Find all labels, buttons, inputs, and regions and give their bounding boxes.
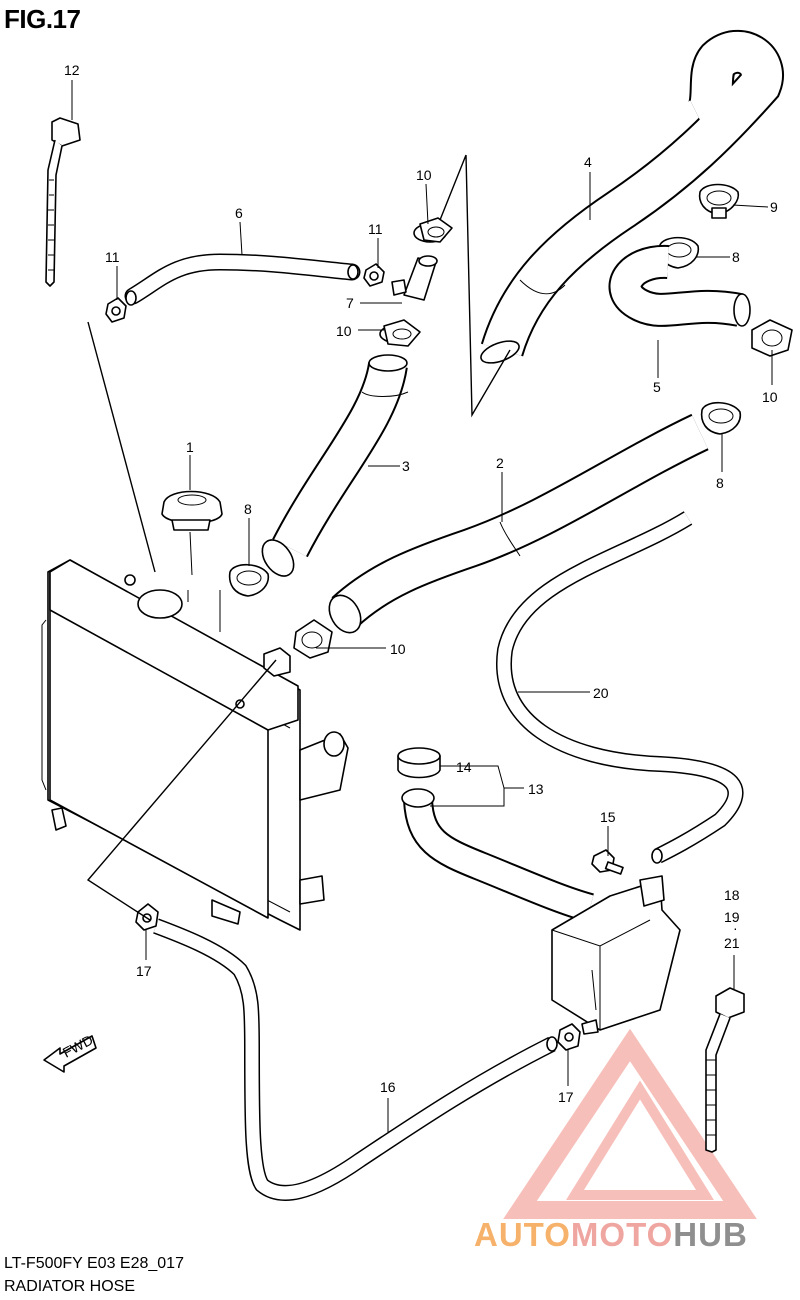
hose-4: [480, 29, 784, 364]
clip-17-left: [135, 903, 159, 931]
callout-7: 7: [346, 295, 354, 311]
hose-20: [496, 511, 744, 864]
brand-part-hub: HUB: [673, 1216, 748, 1253]
callout-21: 21: [724, 935, 740, 951]
model-code: LT-F500FY E03 E28_017: [4, 1255, 184, 1272]
callout-12: 12: [64, 62, 80, 78]
clip-10-top: [413, 217, 453, 243]
clip-11-left: [105, 297, 127, 323]
callout-17-right: 17: [558, 1089, 574, 1105]
clamp-8-right: [700, 401, 742, 435]
figure-title: FIG.17: [4, 4, 81, 34]
clip-11-right: [363, 263, 385, 287]
callout-1: 1: [186, 439, 194, 455]
callout-20: 20: [593, 685, 609, 701]
clamp-8-left: [228, 563, 270, 597]
callout-6: 6: [235, 205, 243, 221]
callout-8-left: 8: [244, 501, 252, 517]
callout-8-top: 8: [732, 249, 740, 265]
brand-part-moto: MOTO: [570, 1216, 674, 1253]
brand-watermark-text: AUTOMOTOHUB: [474, 1216, 748, 1254]
callout-10-lower: 10: [390, 641, 406, 657]
callout-3: 3: [402, 458, 410, 474]
callout-9: 9: [770, 199, 778, 215]
clamp-9: [698, 183, 740, 219]
leader-lines: [71, 80, 773, 1132]
callout-10-right: 10: [762, 389, 778, 405]
hose-3: [261, 354, 409, 577]
clip-10-right: [751, 319, 793, 357]
reservoir-cap-14: [397, 747, 441, 779]
radiator-cap-1: [161, 490, 223, 531]
callout-11-right: 11: [368, 221, 383, 237]
hose-2: [328, 413, 709, 634]
reservoir-hose-13: [401, 788, 595, 923]
callout-15: 15: [600, 809, 616, 825]
hose-6: [124, 253, 361, 306]
reservoir-tank: [551, 875, 681, 1031]
hose-5: [608, 244, 751, 327]
callout-4: 4: [584, 154, 592, 170]
callout-8-right: 8: [716, 475, 724, 491]
hose-16: [153, 918, 558, 1201]
wire-clip-12: [45, 117, 81, 287]
callout-19: 19: [724, 909, 740, 925]
clip-10-lower: [293, 619, 333, 659]
clip-10-mid: [379, 319, 421, 347]
watermark-logo: [503, 1028, 757, 1219]
callout-11-left: 11: [105, 249, 120, 265]
callout-18: 18: [724, 887, 740, 903]
callout-5: 5: [653, 379, 661, 395]
wire-clip-18-19-21: [705, 987, 745, 1153]
joint-7: [391, 255, 438, 301]
fwd-arrow-icon: FWD: [43, 1032, 97, 1073]
callout-dot: ·: [733, 920, 738, 936]
reference-lines: [86, 154, 511, 921]
callout-17-left: 17: [136, 963, 152, 979]
brand-part-auto: AUTO: [474, 1216, 571, 1253]
radiator: [41, 559, 349, 931]
callout-16: 16: [380, 1079, 396, 1095]
callout-14: 14: [456, 759, 472, 775]
callout-13: 13: [528, 781, 544, 797]
diagram-name: RADIATOR HOSE: [4, 1278, 135, 1295]
callout-labels: 12 11 6 11 10 7 10 4 9 8 5 10 3 2 8 1 8 …: [64, 62, 778, 1105]
callout-10-mid: 10: [336, 323, 352, 339]
callout-10-top: 10: [416, 167, 432, 183]
callout-2: 2: [496, 455, 504, 471]
clip-17-right: [557, 1019, 599, 1051]
